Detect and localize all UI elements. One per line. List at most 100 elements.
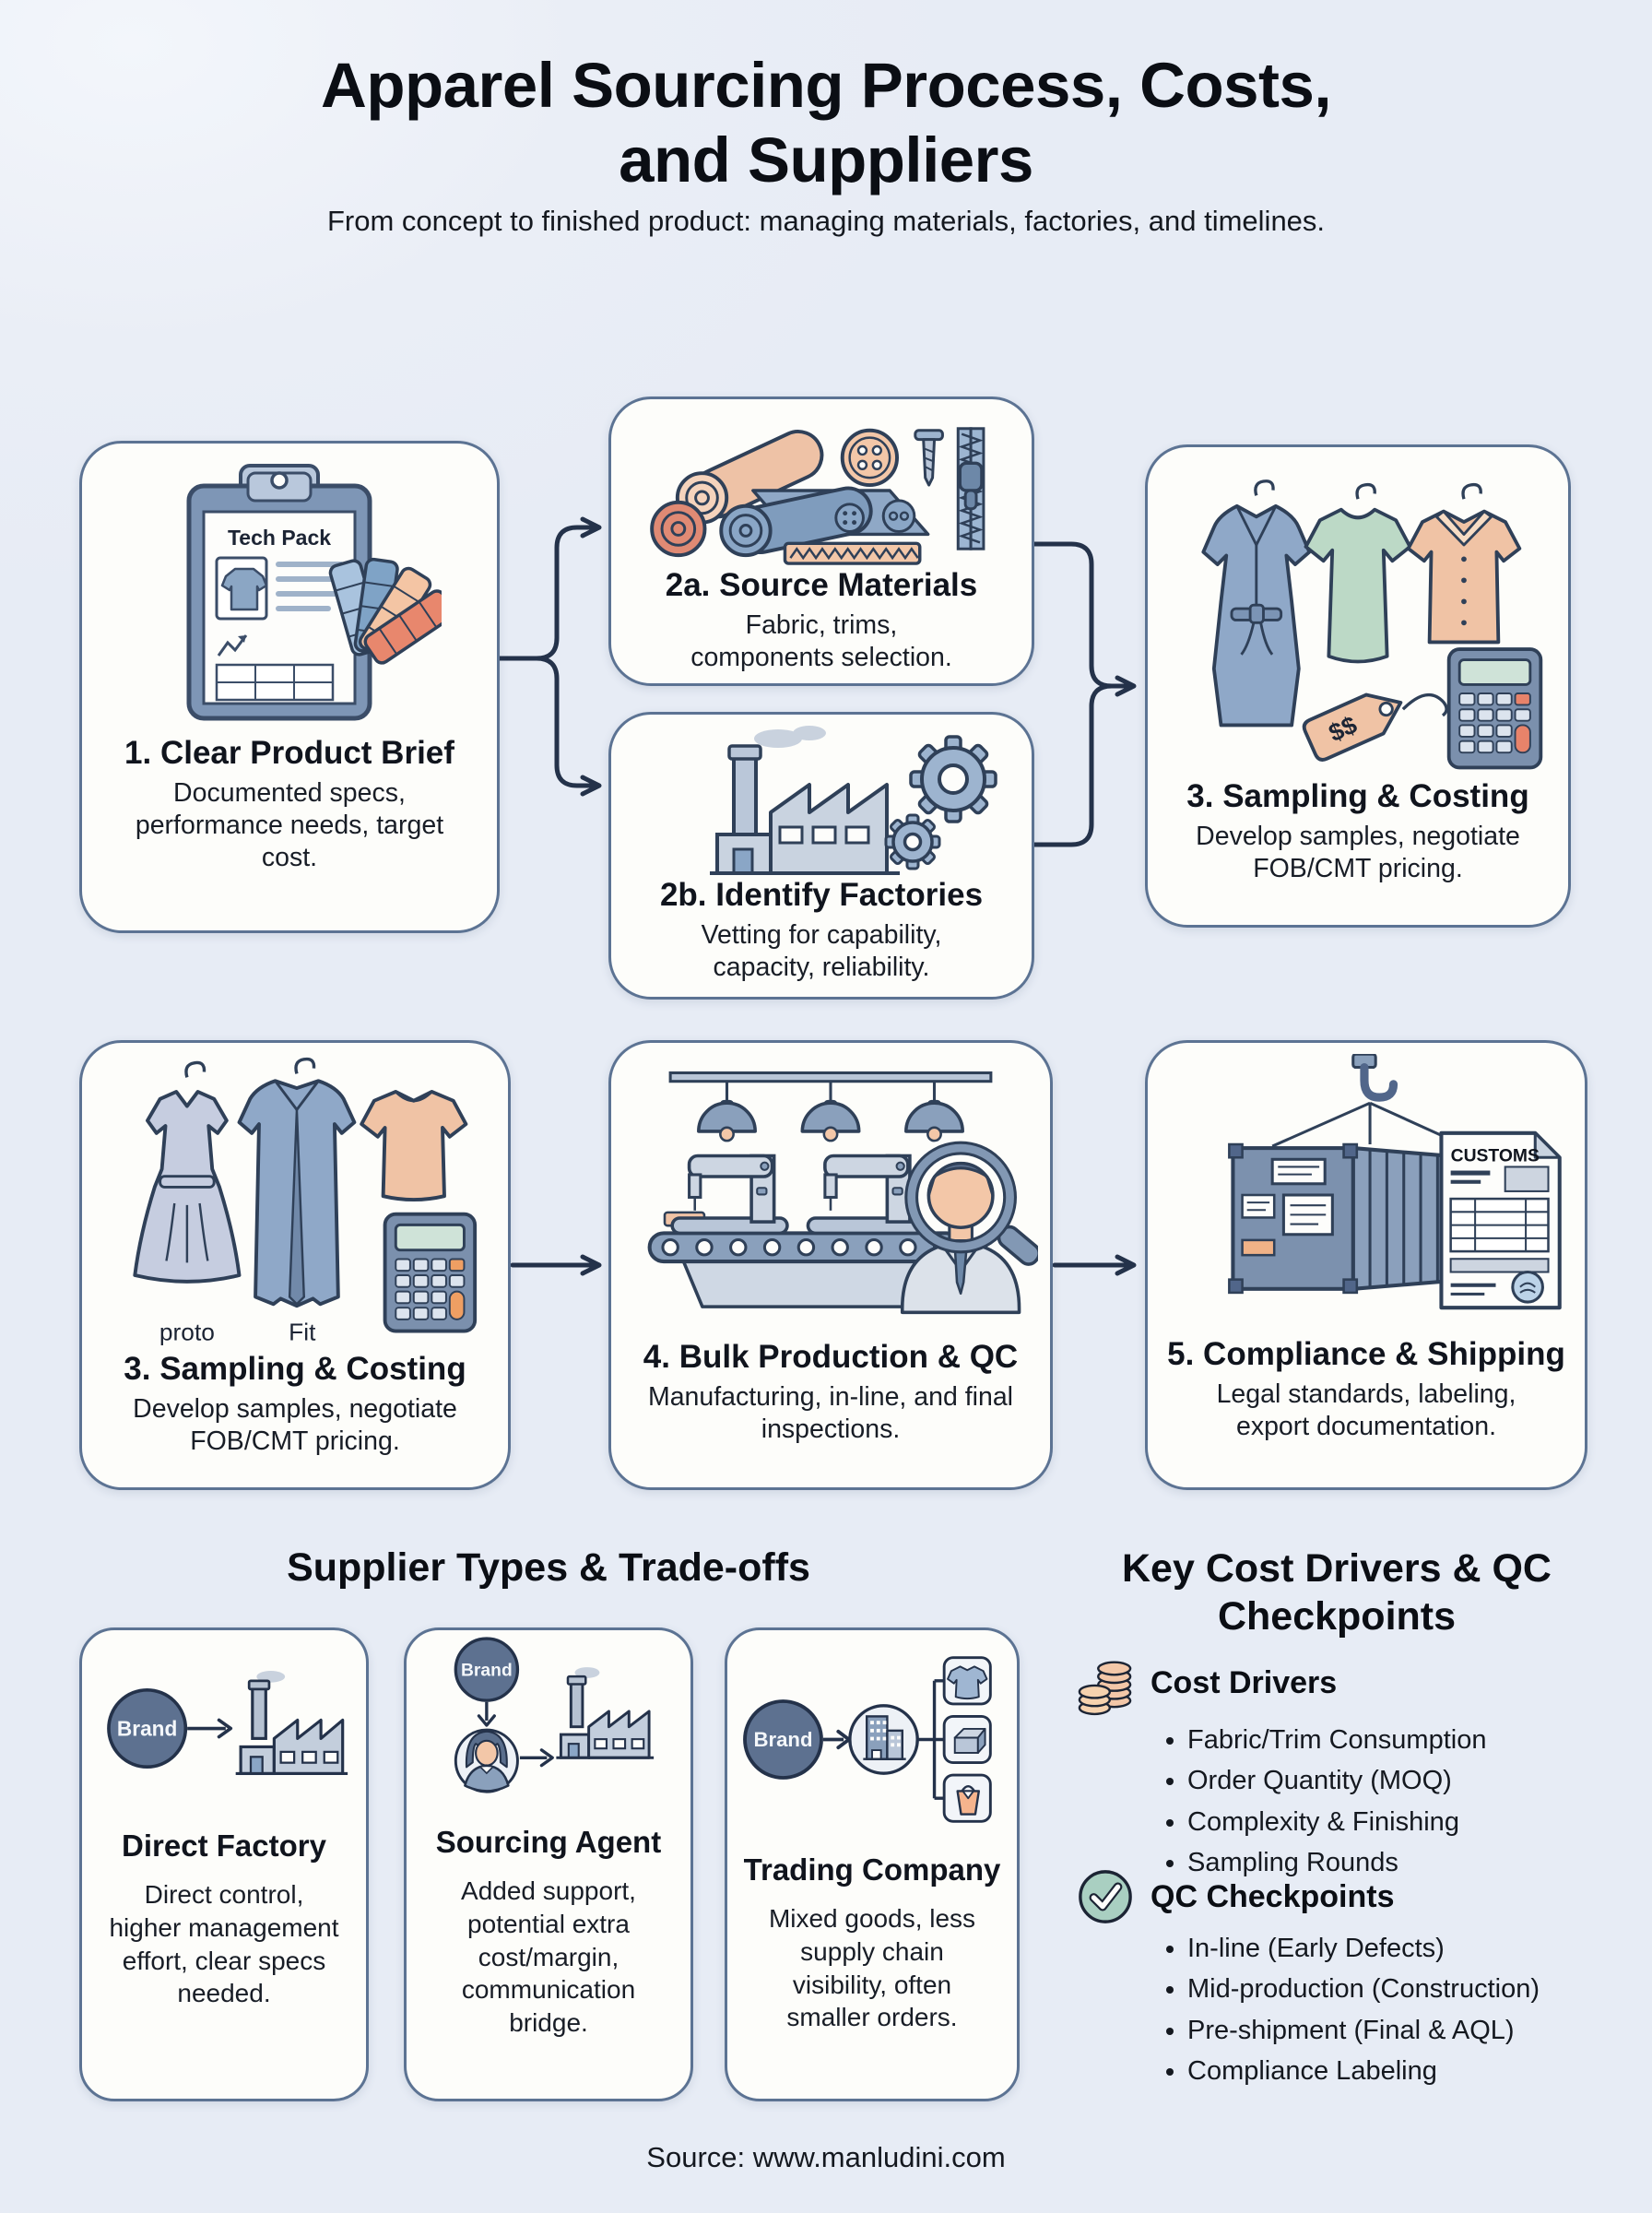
garments-tag-calculator-icon: $$ bbox=[1201, 479, 1543, 770]
brand-label: Brand bbox=[461, 1661, 513, 1680]
calculator-icon bbox=[383, 1212, 478, 1333]
key-panel-heading: Key Cost Drivers & QC Checkpoints bbox=[1122, 1546, 1552, 1639]
cost-driver-item: Fabric/Trim Consumption bbox=[1187, 1722, 1630, 1758]
brand-circle bbox=[107, 1688, 188, 1769]
page-title: Apparel Sourcing Process, Costs, and Sup… bbox=[321, 50, 1332, 196]
arrow-step1-to-2a bbox=[497, 516, 602, 661]
brand-circle bbox=[454, 1637, 520, 1702]
qc-checkpoint-item: Compliance Labeling bbox=[1187, 2053, 1630, 2089]
step-desc: Develop samples, negotiate FOB/CMT prici… bbox=[1196, 822, 1520, 883]
cost-driver-item: Complexity & Finishing bbox=[1187, 1805, 1630, 1840]
factory-icon bbox=[235, 1670, 348, 1776]
brand-trader-goods-icon: Brand bbox=[743, 1656, 992, 1823]
step-desc: Vetting for capability, capacity, reliab… bbox=[701, 920, 942, 982]
qc-checkpoints-list: In-line (Early Defects) Mid-production (… bbox=[1077, 1931, 1630, 2090]
qc-checkpoint-item: Pre-shipment (Final & AQL) bbox=[1187, 2013, 1630, 2049]
calculator-icon bbox=[1446, 647, 1543, 770]
brand-label: Brand bbox=[753, 1728, 812, 1751]
customs-label: CUSTOMS bbox=[1451, 1145, 1540, 1166]
step-3-sampling-costing-card-repeat: proto Fit 3. Sampling & Costing Develop … bbox=[79, 1040, 511, 1490]
brand-agent-factory-icon: Brand bbox=[454, 1637, 655, 1793]
cost-drivers-group: Cost Drivers Fabric/Trim Consumption Ord… bbox=[1077, 1649, 1630, 1887]
supplier-desc: Mixed goods, less supply chain visibilit… bbox=[768, 1904, 976, 2032]
coins-icon bbox=[1078, 1661, 1132, 1716]
brand-label: Brand bbox=[117, 1717, 177, 1741]
color-swatch-fans-icon bbox=[328, 557, 442, 665]
step-3-sampling-costing-card: $$ 3. Sampling & Costing Develop samples… bbox=[1145, 444, 1571, 928]
supplier-title: Direct Factory bbox=[122, 1828, 326, 1863]
tee-dress-icon bbox=[1304, 507, 1412, 664]
check-circle-icon bbox=[1079, 1870, 1132, 1923]
shirt-icon bbox=[1406, 509, 1522, 645]
step-title: 3. Sampling & Costing bbox=[124, 1351, 466, 1387]
step-desc: Manufacturing, in-line, and final inspec… bbox=[647, 1382, 1014, 1444]
qc-checkpoint-item: Mid-production (Construction) bbox=[1187, 1971, 1630, 2007]
step-4-bulk-production-qc-card: 4. Bulk Production & QC Manufacturing, i… bbox=[608, 1040, 1053, 1490]
step-desc: Develop samples, negotiate FOB/CMT prici… bbox=[133, 1394, 457, 1456]
page-subtitle: From concept to finished product: managi… bbox=[326, 205, 1326, 237]
fabric-trims-icon bbox=[650, 427, 985, 565]
supplier-trading-company-card: Brand bbox=[725, 1627, 1020, 2101]
stamp-icon bbox=[1511, 1270, 1544, 1304]
container-customs-icon: CUSTOMS bbox=[1228, 1054, 1562, 1310]
goods-bag-icon bbox=[942, 1773, 992, 1823]
step-title: 1. Clear Product Brief bbox=[124, 735, 454, 771]
arrow-step1-to-2b bbox=[497, 656, 602, 797]
step-title: 2a. Source Materials bbox=[665, 567, 978, 603]
zipper-icon bbox=[956, 427, 985, 550]
supplier-desc: Added support, potential extra cost/marg… bbox=[461, 1876, 636, 2038]
small-gear-icon bbox=[884, 813, 941, 870]
supplier-direct-factory-card: Brand Direct Factory Direct control, hig… bbox=[79, 1627, 369, 2101]
cost-driver-item: Sampling Rounds bbox=[1187, 1845, 1630, 1881]
goods-box-icon bbox=[942, 1714, 992, 1765]
crane-hook-icon bbox=[1360, 1062, 1398, 1102]
cost-driver-item: Order Quantity (MOQ) bbox=[1187, 1763, 1630, 1799]
goods-tshirt-icon bbox=[942, 1656, 992, 1706]
step-2b-identify-factories-card: 2b. Identify Factories Vetting for capab… bbox=[608, 712, 1034, 1000]
factory-icon bbox=[556, 1667, 655, 1759]
fit-label: Fit bbox=[289, 1318, 316, 1345]
cost-drivers-title: Cost Drivers bbox=[1150, 1664, 1338, 1700]
supplier-section-heading: Supplier Types & Trade-offs bbox=[287, 1545, 810, 1590]
brand-circle bbox=[743, 1699, 823, 1780]
trading-buildings-icon bbox=[848, 1704, 919, 1775]
step-1-clear-product-brief-card: Tech Pack 1. Clear Product Brief Documen… bbox=[79, 441, 500, 933]
tech-pack-label: Tech Pack bbox=[228, 526, 331, 550]
supplier-title: Trading Company bbox=[743, 1852, 1001, 1887]
step-title: 5. Compliance & Shipping bbox=[1167, 1336, 1565, 1372]
sewing-machine-icon bbox=[806, 1154, 926, 1236]
step-title: 2b. Identify Factories bbox=[659, 877, 984, 913]
step-2a-source-materials-card: 2a. Source Materials Fabric, trims, comp… bbox=[608, 396, 1034, 686]
screw-icon bbox=[914, 429, 944, 487]
supplier-desc: Direct control, higher management effort… bbox=[109, 1880, 339, 2008]
price-tag-icon: $$ bbox=[1302, 692, 1403, 762]
lamp-icon bbox=[697, 1081, 964, 1142]
tee-icon bbox=[360, 1090, 468, 1201]
step-5-compliance-shipping-card: CUSTOMS 5. Compliance & Shipping Legal s… bbox=[1145, 1040, 1587, 1490]
sewing-machine-icon bbox=[663, 1154, 789, 1236]
magnifier-icon bbox=[904, 1141, 1038, 1266]
supplier-sourcing-agent-card: Brand bbox=[404, 1627, 693, 2101]
factory-gears-icon bbox=[710, 726, 997, 875]
inspector-icon bbox=[900, 1141, 1038, 1315]
step-desc: Legal standards, labeling, export docume… bbox=[1216, 1379, 1516, 1441]
qc-checkpoints-group: QC Checkpoints In-line (Early Defects) M… bbox=[1077, 1868, 1630, 2095]
qc-checkpoint-item: In-line (Early Defects) bbox=[1187, 1931, 1630, 1967]
cost-drivers-list: Fabric/Trim Consumption Order Quantity (… bbox=[1077, 1722, 1630, 1882]
brand-to-factory-icon: Brand bbox=[107, 1670, 348, 1776]
arrow-step2a-to-3 bbox=[1032, 541, 1129, 689]
arrow-step2b-to-3 bbox=[1032, 675, 1137, 847]
tech-pack-clipboard-icon: Tech Pack bbox=[186, 464, 442, 721]
production-line-inspector-icon bbox=[647, 1071, 1038, 1315]
customs-document-icon: CUSTOMS bbox=[1439, 1130, 1562, 1310]
agent-avatar-icon bbox=[454, 1728, 519, 1793]
qc-checkpoints-title: QC Checkpoints bbox=[1150, 1878, 1395, 1914]
supplier-title: Sourcing Agent bbox=[435, 1825, 662, 1859]
step-title: 4. Bulk Production & QC bbox=[643, 1339, 1019, 1375]
trim-tape-icon bbox=[783, 541, 922, 565]
gear-icon bbox=[909, 735, 997, 823]
proto-label: proto bbox=[159, 1318, 215, 1345]
step-title: 3. Sampling & Costing bbox=[1186, 778, 1529, 814]
step-desc: Fabric, trims, components selection. bbox=[690, 610, 952, 672]
